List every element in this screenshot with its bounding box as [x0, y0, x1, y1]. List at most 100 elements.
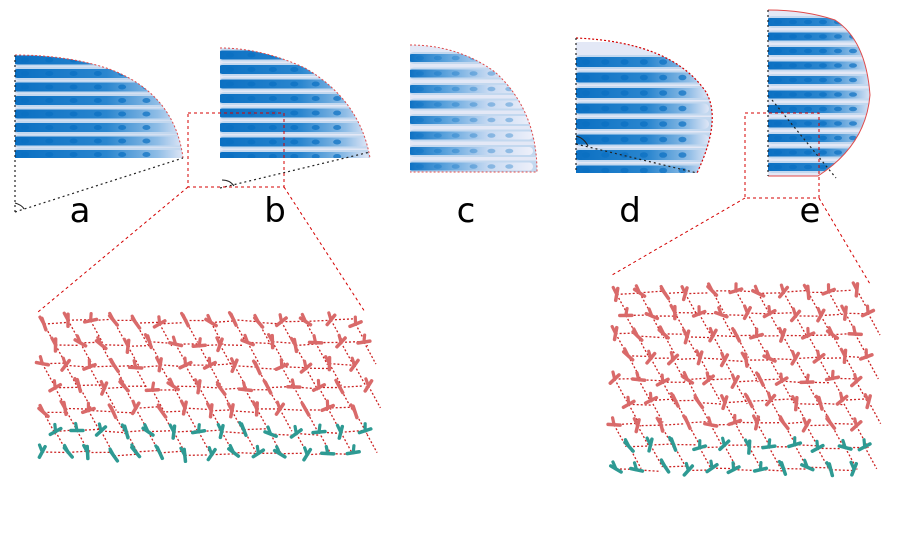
molecule-bond	[226, 402, 234, 413]
density-spot	[659, 152, 668, 158]
molecule-bond	[693, 393, 701, 405]
density-spot	[659, 74, 668, 81]
density-spot	[226, 66, 234, 73]
density-spot	[849, 77, 857, 83]
density-spot	[601, 74, 610, 81]
density-spot	[834, 77, 842, 83]
density-spot	[505, 148, 514, 154]
molecule-bond	[324, 444, 330, 456]
density-spot	[21, 124, 29, 131]
density-spot	[774, 63, 782, 68]
hydrogen-bond	[768, 358, 783, 381]
hydrogen-bond	[698, 313, 712, 337]
panel-a-angle-line	[14, 157, 184, 213]
hydrogen-bond	[841, 399, 855, 423]
hydrogen-bond	[724, 359, 749, 363]
density-spot	[789, 92, 797, 97]
molecule-bond	[255, 444, 260, 456]
density-spot	[774, 164, 782, 170]
density-spot	[819, 34, 827, 39]
molecule-bond	[634, 284, 642, 295]
density-spot	[849, 164, 857, 170]
density-spot	[311, 81, 320, 87]
density-spot	[659, 90, 668, 96]
density-spot	[142, 138, 151, 144]
density-spot	[290, 81, 299, 87]
molecule-bond	[753, 284, 760, 295]
zoom-connector-b-right	[283, 186, 366, 313]
hydrogen-bond	[864, 446, 878, 470]
density-spot	[226, 52, 234, 58]
zoom-callout-e	[611, 112, 871, 285]
density-spot	[142, 111, 151, 117]
density-spot	[45, 84, 54, 90]
density-stripe	[15, 55, 183, 65]
hydrogen-bond	[364, 430, 378, 454]
zoom-connector-e-right	[818, 197, 871, 285]
density-spot	[834, 63, 842, 68]
molecule-bond	[660, 373, 665, 384]
molecule-bond	[317, 423, 322, 434]
density-spot	[834, 106, 842, 112]
hydrogen-bond	[221, 430, 246, 435]
molecule-bond	[238, 421, 246, 432]
hydrogen-bond	[650, 443, 675, 446]
molecule-bond	[743, 392, 751, 403]
molecule-bond	[647, 307, 654, 318]
hydrogen-bond	[796, 403, 821, 406]
molecule-bond	[720, 394, 727, 405]
density-spot	[505, 133, 514, 138]
density-spot	[487, 117, 496, 123]
hydrogen-bond	[281, 366, 306, 369]
density-spot	[247, 81, 256, 87]
molecule-bond	[253, 313, 261, 325]
density-spot	[639, 121, 648, 127]
molecule-bond	[632, 327, 640, 338]
density-spot	[849, 19, 857, 25]
molecule-bond	[215, 336, 222, 347]
molecule-bond	[777, 459, 786, 471]
molecule-bond	[803, 458, 809, 469]
molecule-bond	[853, 372, 858, 384]
density-spot	[226, 124, 234, 131]
molecule-bond	[109, 357, 117, 369]
molecule-bond	[825, 461, 833, 472]
hydrogen-bond	[830, 469, 855, 472]
density-spot	[834, 34, 842, 39]
density-spot	[290, 110, 299, 116]
molecule-bond	[767, 438, 772, 449]
density-spot	[789, 77, 797, 83]
density-spot	[290, 139, 299, 145]
molecule-bond	[669, 350, 675, 362]
hydrogen-bond	[151, 389, 165, 413]
hydrogen-bond	[806, 424, 831, 427]
hydrogen-bond	[210, 320, 236, 324]
density-spot	[620, 105, 629, 112]
molecule-bond	[730, 373, 737, 384]
hydrogen-bond	[639, 290, 664, 294]
molecule-bond	[108, 447, 116, 458]
density-spot	[118, 84, 127, 90]
density-spot	[774, 48, 782, 54]
hydrogen-bond	[868, 401, 882, 425]
density-spot	[69, 124, 78, 131]
density-spot	[93, 138, 102, 144]
molecule-bond	[53, 422, 58, 434]
molecule-bond	[335, 423, 343, 434]
molecule-bond	[655, 416, 663, 427]
molecule-bond	[168, 423, 176, 434]
hydrogen-bond	[64, 407, 89, 410]
density-spot	[93, 97, 102, 104]
molecule-bond	[130, 314, 138, 325]
density-spot	[582, 59, 590, 65]
density-spot	[620, 136, 629, 143]
molecule-bond	[802, 283, 810, 294]
hydrogen-bond	[339, 385, 364, 388]
molecule-bond	[197, 337, 202, 348]
density-spot	[774, 19, 782, 25]
molecule-bond	[303, 446, 309, 457]
density-spot	[774, 34, 782, 39]
hydrogen-bond	[685, 292, 710, 295]
hydrogen-bond	[698, 401, 723, 405]
